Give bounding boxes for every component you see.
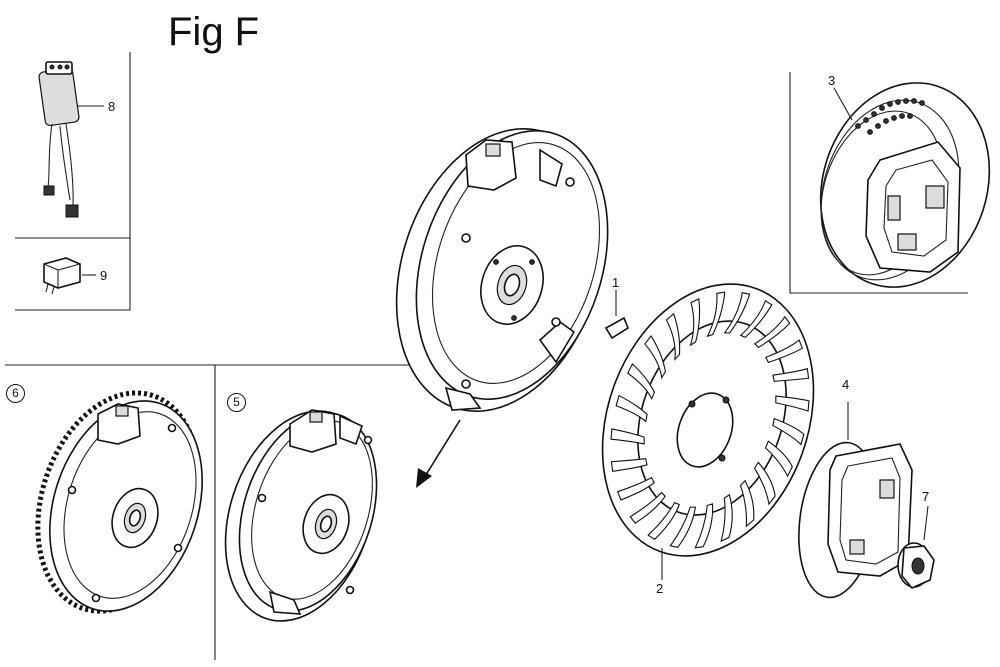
fan-blade [772,368,810,382]
starter-pulley-icon [798,402,913,599]
fan-blade [627,362,655,401]
panel-frames [5,52,968,660]
callout-3: 3 [828,73,836,88]
fan-blade [739,479,755,528]
ignition-module-icon [38,61,104,218]
figure-title: Fig F [168,10,260,54]
fan-blade [706,291,726,338]
fan-blade [629,491,666,524]
fan-blade [616,476,655,501]
relay-icon [43,257,96,295]
flywheel-nut-icon [897,505,935,589]
recoil-starter-pulley-icon [819,82,991,288]
main-flywheel [395,128,609,412]
fan-blade [772,417,805,446]
fan-blade [753,461,776,506]
fan-blade [665,312,681,361]
callout-9: 9 [100,268,108,283]
fan-blade [669,506,696,548]
callout-8: 8 [108,99,116,114]
callout-4: 4 [842,377,850,392]
callout-5: 5 [227,393,246,412]
fan-blade [644,334,667,380]
fan-blade [775,395,810,412]
flywheel-part5-icon [224,409,378,622]
callout-2: 2 [656,581,664,596]
fan-blade [723,292,751,334]
arrow-icon [416,419,461,488]
callout-6: 6 [6,384,25,403]
fan-blade [753,315,791,349]
fan-blade [610,428,645,445]
fan-blade [764,440,793,478]
fan-blade [689,298,701,347]
fan-blade [694,503,714,549]
callout-7: 7 [922,489,930,504]
fan-blade [765,339,804,364]
callout-1: 1 [612,275,620,290]
fan-blade [615,394,648,423]
fan-blade [739,299,773,339]
fan-blade [647,501,680,540]
woodruff-key-icon [604,290,629,340]
flywheel-ring-gear-icon [35,390,203,614]
fan-blades [610,291,810,549]
cooling-fan-icon [601,283,815,580]
fan-blade [720,493,733,543]
fan-blade [610,458,648,472]
